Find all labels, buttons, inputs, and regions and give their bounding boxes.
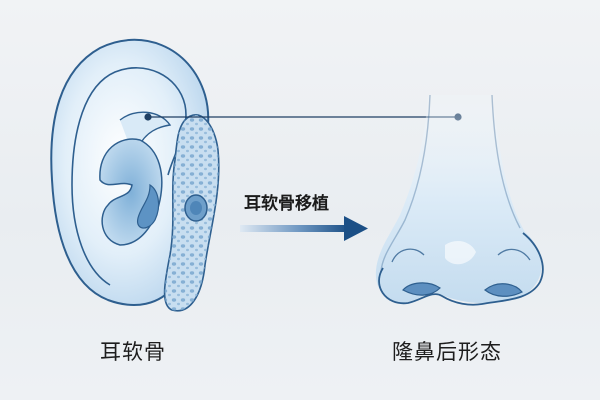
nose-right-alar: [497, 248, 531, 261]
nose-left-alar: [391, 248, 425, 263]
ear-illustration: [50, 38, 220, 312]
cartilage-hole-inner: [190, 201, 202, 215]
nose-left-outline: [380, 94, 431, 273]
arrow-caption: 耳软骨移植: [244, 194, 329, 214]
arrow-shaft: [240, 225, 348, 232]
nose-left-nostril: [402, 282, 441, 296]
ear-canal: [136, 183, 160, 229]
ear-caption: 耳软骨: [100, 340, 166, 364]
connector-dot-ear: [144, 113, 152, 121]
nose-bridge: [375, 95, 542, 304]
nose-base-outline: [378, 232, 544, 306]
nose-tip-highlight: [445, 240, 476, 265]
arrow-head: [344, 216, 368, 241]
nose-caption: 隆鼻后形态: [392, 340, 502, 364]
right-arrow: [240, 216, 368, 241]
nose-right-nostril: [484, 283, 523, 297]
nose-illustration: [375, 94, 544, 306]
nose-right-outline: [491, 94, 521, 229]
